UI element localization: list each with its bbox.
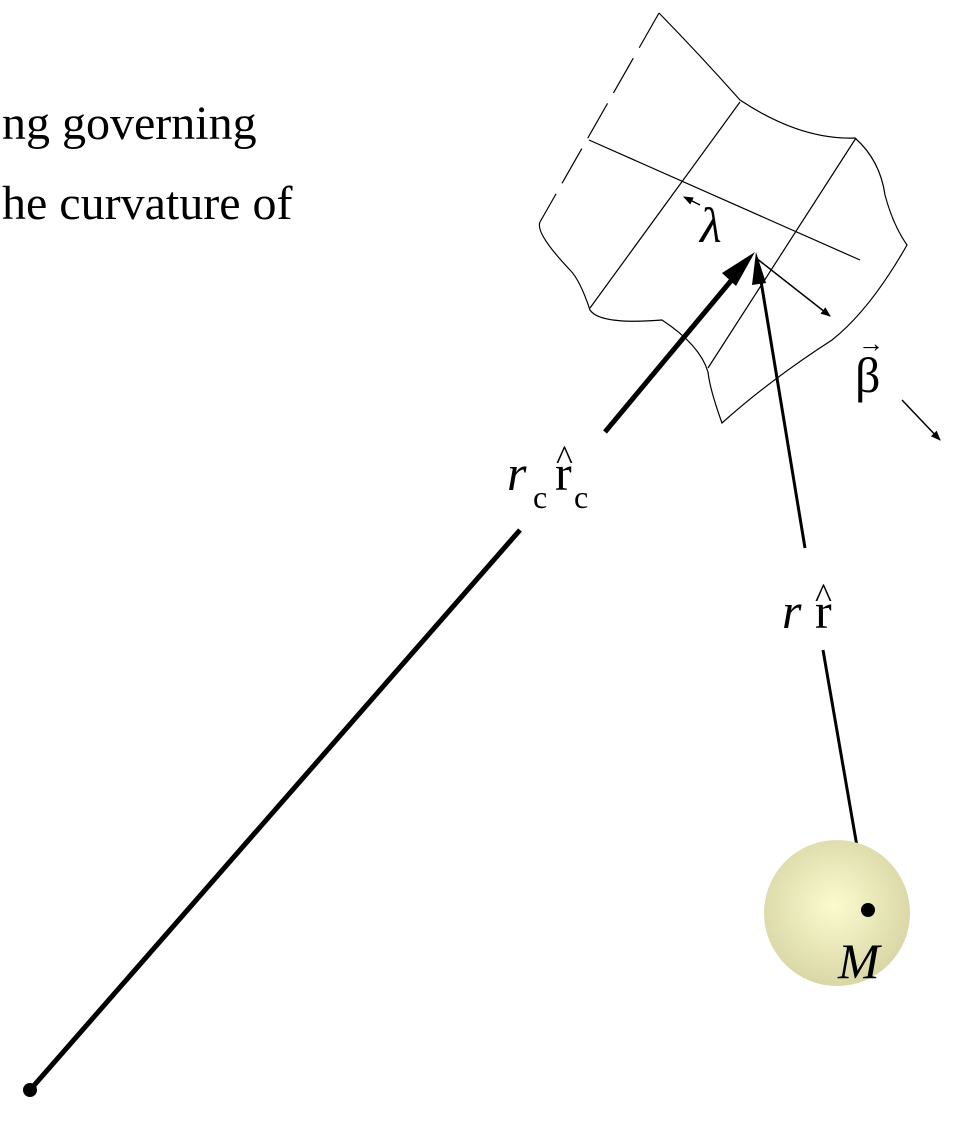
r-label-rhat: r <box>815 583 832 639</box>
wavelength-label: λ <box>698 197 722 253</box>
mass-body: M <box>764 840 910 989</box>
rc-label-rhat: r <box>555 445 572 501</box>
r-label: r ^ r <box>782 576 832 639</box>
beta-direction: β → <box>755 257 941 441</box>
r-label-r: r <box>782 583 802 639</box>
wavefront-patch-outline <box>538 12 908 425</box>
rc-vector-shaft <box>603 268 742 434</box>
patch-grid-line <box>589 101 741 309</box>
rc-vector-arrowhead <box>722 252 755 286</box>
rc-vector <box>23 252 755 1097</box>
r-label-rhat-hat: ^ <box>815 576 832 616</box>
rc-label-rhat-hat: ^ <box>556 438 573 478</box>
wavelength-marker: λ <box>683 196 722 253</box>
patch-grid-line <box>588 139 861 261</box>
rc-label-sub-2: c <box>574 479 588 515</box>
caption-line-2: he curvature of <box>2 177 293 230</box>
patch-grid-line <box>707 137 857 369</box>
r-vector-arrowhead <box>752 252 766 285</box>
wavefront-patch <box>538 12 908 425</box>
mass-sphere <box>764 840 910 986</box>
r-vector-shaft <box>758 274 807 549</box>
mass-label: M <box>837 933 882 989</box>
beta-arrow-mark: → <box>858 329 884 358</box>
caption-line-1: ng governing <box>2 97 257 150</box>
rc-label: r c ^ r c <box>507 438 588 515</box>
mass-center-point <box>861 903 875 917</box>
rc-label-sub-1: c <box>533 479 547 515</box>
origin-point <box>23 1083 37 1097</box>
r-vector <box>752 252 870 911</box>
rc-vector-shaft <box>28 528 522 1092</box>
wavefront-patch-dashed-edge <box>539 12 660 223</box>
beta-label: β <box>855 347 880 403</box>
rc-label-r: r <box>507 445 527 501</box>
